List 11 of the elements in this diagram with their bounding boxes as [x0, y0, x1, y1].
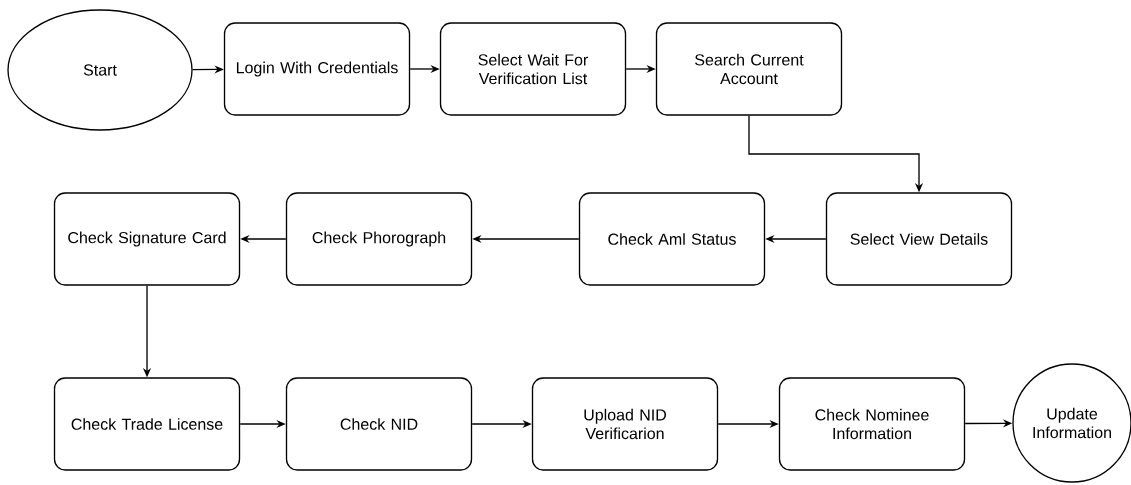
process-box: Check Signature Card — [53, 192, 241, 286]
process-box: Check Phorograph — [285, 192, 473, 286]
process-box: Login With Credentials — [223, 22, 411, 116]
process-box: Search Current Account — [655, 22, 843, 116]
process-box: Check Aml Status — [578, 192, 766, 286]
process-box: Select Wait For Verification List — [439, 22, 627, 116]
process-box: Check Trade License — [53, 377, 241, 471]
process-box: Select View Details — [825, 192, 1013, 286]
process-box: Check Nominee Information — [778, 377, 966, 471]
process-box: Check NID — [285, 377, 473, 471]
process-box: Upload NID Verificarion — [531, 377, 719, 471]
